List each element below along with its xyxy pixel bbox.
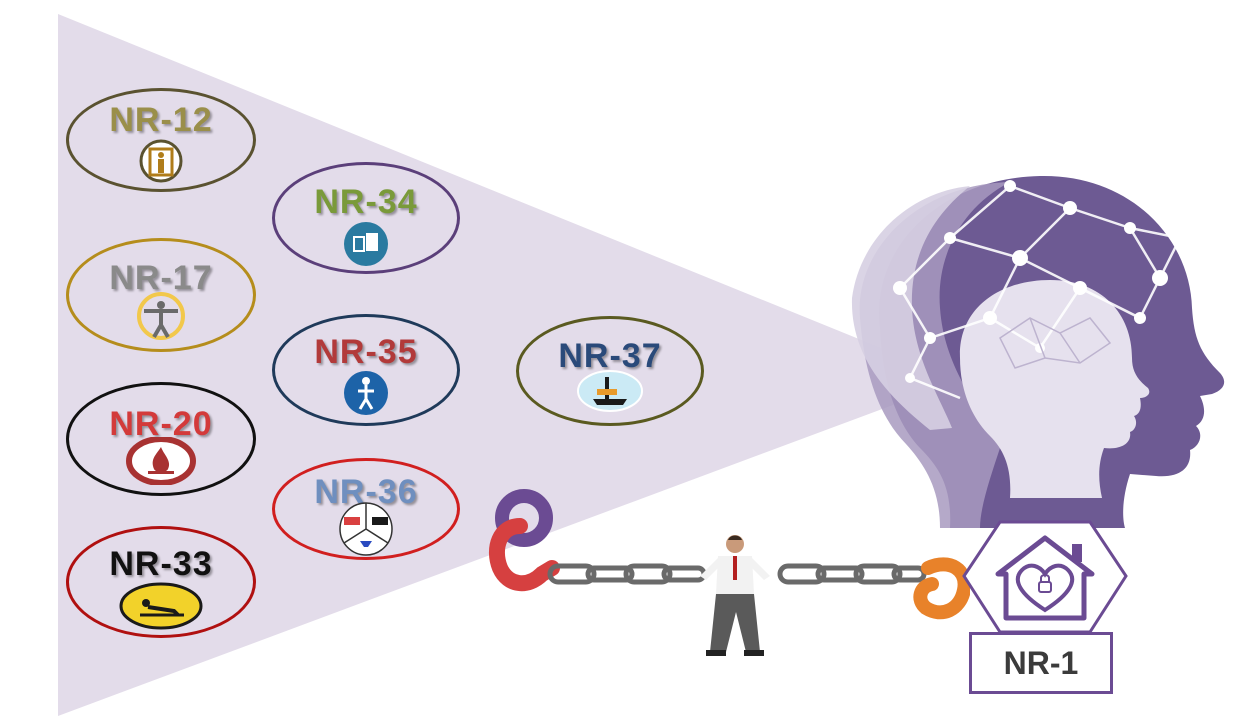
man-pulling-chain-icon	[700, 535, 770, 656]
badge-label: NR-33	[109, 545, 213, 583]
nr1-label: NR-1	[969, 632, 1113, 694]
chain-icon	[488, 489, 970, 620]
badge-nr12: NR-12	[66, 88, 256, 192]
flammables-icon	[126, 437, 196, 485]
badge-label: NR-35	[314, 333, 418, 371]
badge-label: NR-17	[109, 259, 213, 297]
slaughterhouse-icon	[339, 502, 393, 556]
ergonomics-icon	[137, 292, 185, 340]
oil-platform-icon	[577, 370, 643, 412]
access-control-icon	[139, 139, 183, 183]
badge-label: NR-12	[109, 101, 213, 139]
shipyard-icon	[344, 222, 388, 266]
badge-nr36: NR-36	[272, 458, 460, 560]
badge-label: NR-37	[558, 337, 662, 375]
badge-nr35: NR-35	[272, 314, 460, 426]
badge-nr34: NR-34	[272, 162, 460, 274]
badge-nr20: NR-20	[66, 382, 256, 496]
height-work-icon	[344, 371, 388, 415]
confined-space-icon	[119, 582, 203, 630]
badge-label: NR-34	[314, 183, 418, 221]
badge-nr17: NR-17	[66, 238, 256, 352]
house-heart-lock-icon	[962, 520, 1128, 634]
brain-network-head-icon	[851, 175, 1225, 528]
badge-nr33: NR-33	[66, 526, 256, 638]
badge-nr37: NR-37	[516, 316, 704, 426]
